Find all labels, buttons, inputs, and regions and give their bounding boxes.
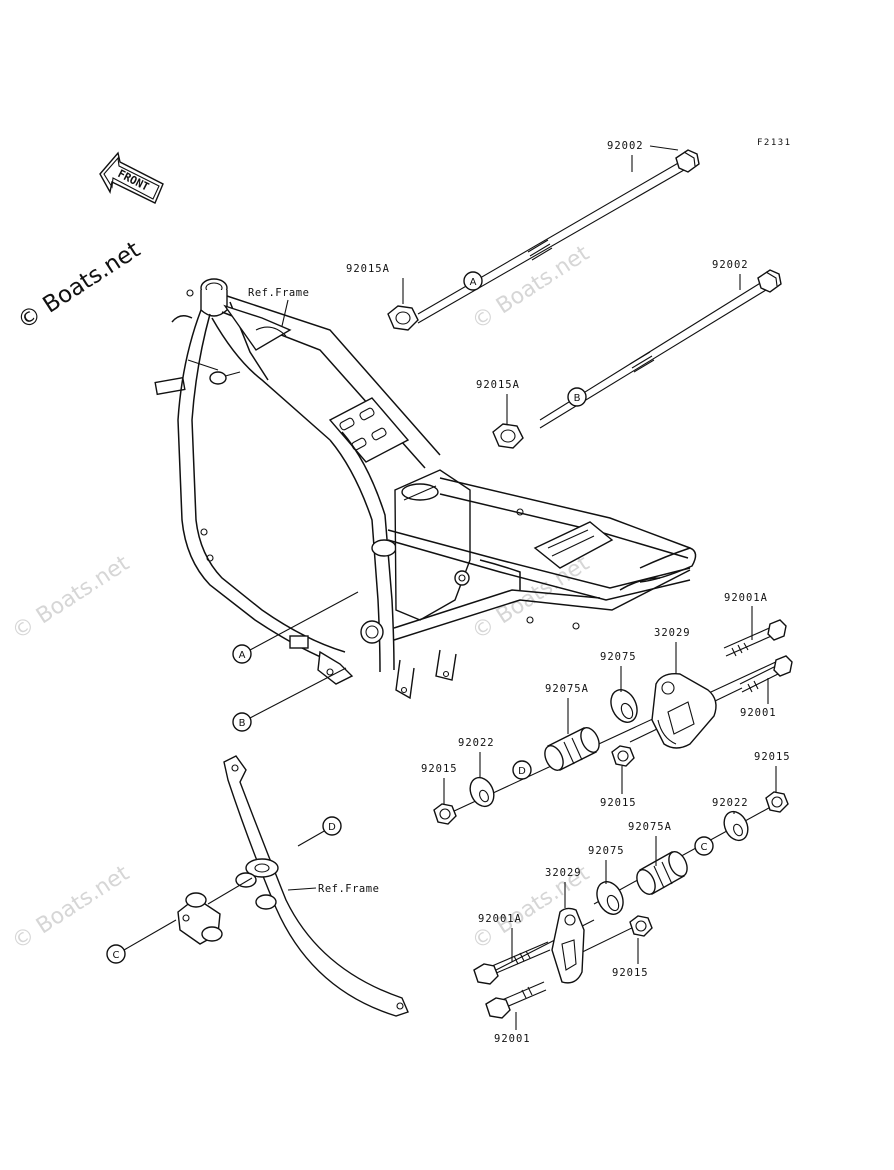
leader-a-frame <box>249 591 359 651</box>
callout-b-frame-label: B <box>239 718 246 729</box>
label-92022-lower: 92022 <box>712 797 749 809</box>
leader-b-frame <box>249 667 347 719</box>
watermark-left-mid: © Boats.net <box>8 551 134 645</box>
ref-frame-label-lower: Ref.Frame <box>318 883 379 895</box>
bolt-92001-lower <box>485 981 547 1019</box>
callout-a-frame-label: A <box>239 650 246 661</box>
label-92075a-upper: 92075A <box>545 683 589 695</box>
ref-frame-label-top: Ref.Frame <box>248 287 309 299</box>
label-92001-lower: 92001 <box>494 1033 531 1045</box>
ref-frame-leader-lower <box>287 887 317 891</box>
callout-d-strap: D <box>322 816 342 836</box>
callout-c-strap: C <box>106 944 126 964</box>
callout-c-right: C <box>694 836 714 856</box>
front-arrow-icon: FRONT <box>99 151 164 204</box>
engine-mount-strap <box>177 755 409 1017</box>
label-92015a-a: 92015A <box>346 263 390 275</box>
label-92015-upper-left: 92015 <box>421 763 458 775</box>
leader-c-strap <box>123 919 177 951</box>
long-bolt-a <box>417 149 700 324</box>
bushing-92075a-lower <box>636 851 688 895</box>
label-32029-upper: 32029 <box>654 627 691 639</box>
figure-code: F2131 <box>757 138 792 148</box>
callout-b-frame: B <box>232 712 252 732</box>
bolt-92001-upper <box>739 655 793 693</box>
nut-92015-upper-right <box>611 745 635 767</box>
nut-92015-lower-mid <box>629 915 653 937</box>
bolt-92001a-lower <box>473 941 551 985</box>
label-92001-upper: 92001 <box>740 707 777 719</box>
label-92022-upper: 92022 <box>458 737 495 749</box>
watermark-left-low: © Boats.net <box>8 861 134 955</box>
callout-a-top: A <box>463 271 483 291</box>
label-92001a-lower: 92001A <box>478 913 522 925</box>
label-92075-upper: 92075 <box>600 651 637 663</box>
label-92002-a: 92002 <box>607 140 644 152</box>
callout-a-frame: A <box>232 644 252 664</box>
washer-92022-upper <box>469 776 495 808</box>
label-32029-lower: 32029 <box>545 867 582 879</box>
nut-92015-lower-right <box>765 791 789 813</box>
callout-b-top: B <box>567 387 587 407</box>
collar-92075-upper <box>610 689 638 723</box>
label-92002-b: 92002 <box>712 259 749 271</box>
washer-92022-lower <box>723 810 749 842</box>
nut-b-icon <box>492 423 524 449</box>
callout-d-right: D <box>512 760 532 780</box>
bracket-32029-lower <box>551 907 585 984</box>
label-92015-lower-mid: 92015 <box>612 967 649 979</box>
axis-line-upper <box>451 659 781 813</box>
callout-c-right-label: C <box>701 842 708 853</box>
label-92075a-lower: 92075A <box>628 821 672 833</box>
nut-92015-upper-left <box>433 803 457 825</box>
ref-frame-leader-top <box>281 299 289 327</box>
nut-a-icon <box>387 305 419 331</box>
callout-d-right-label: D <box>518 766 526 777</box>
brand-mark: © Boats.net <box>13 237 145 335</box>
part-labels: 92002 92002 92015A 92015A 92001A 32029 9… <box>346 140 791 1045</box>
callout-b-top-label: B <box>574 393 581 404</box>
label-92015-lower-right: 92015 <box>754 751 791 763</box>
label-92015a-b: 92015A <box>476 379 520 391</box>
watermarks: © Boats.net © Boats.net © Boats.net © Bo… <box>8 241 594 955</box>
label-92075-lower: 92075 <box>588 845 625 857</box>
callout-d-strap-label: D <box>328 822 336 833</box>
collar-92075-lower <box>596 881 624 915</box>
bolt-92001a-upper <box>723 619 787 657</box>
label-92015-upper-right: 92015 <box>600 797 637 809</box>
callout-c-strap-label: C <box>113 950 120 961</box>
bracket-32029-upper <box>651 673 717 749</box>
bushing-92075a-upper <box>544 727 600 771</box>
callout-a-top-label: A <box>470 277 477 288</box>
mount-boss-lower <box>177 892 223 945</box>
motorcycle-frame <box>154 278 697 700</box>
mount-boss-upper <box>235 858 279 910</box>
label-92001a-upper: 92001A <box>724 592 768 604</box>
